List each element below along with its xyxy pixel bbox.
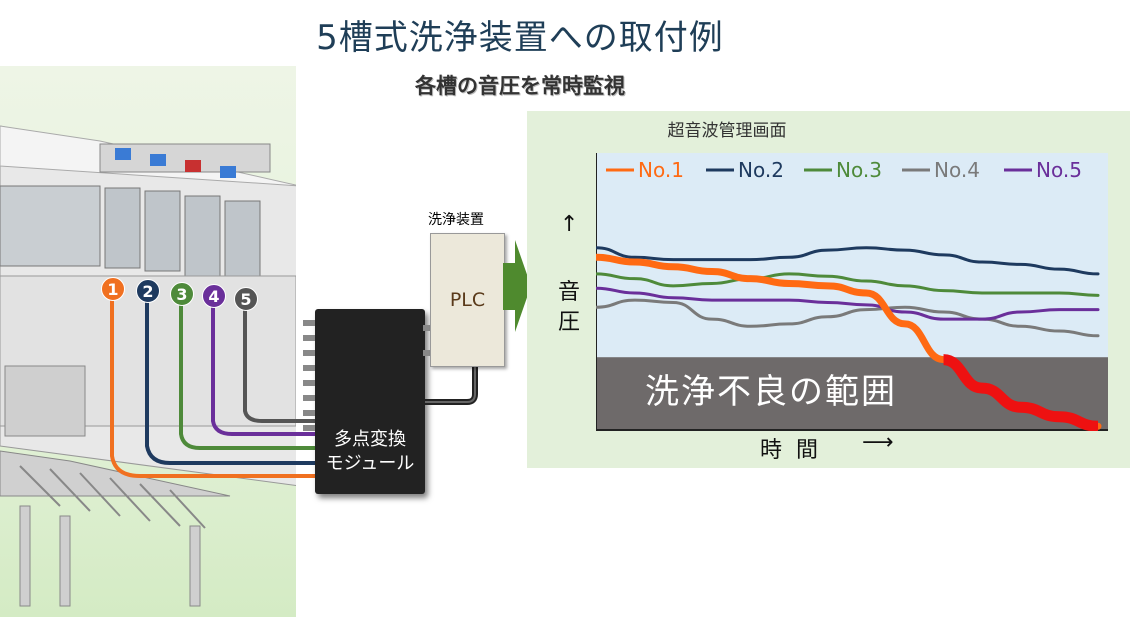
- x-axis-arrow-icon: ⟶: [862, 430, 894, 455]
- tank-badge-2: 2: [136, 279, 160, 303]
- module-label-line2: モジュール: [325, 453, 415, 474]
- tank-badge-3: 3: [170, 282, 194, 306]
- legend-label-1: No.1: [638, 158, 684, 182]
- series-line-no1-bad-segment: [942, 354, 1099, 431]
- legend-label-5: No.5: [1036, 158, 1082, 182]
- y-label-line2: 圧: [558, 310, 581, 335]
- y-axis-arrow-icon: ↑: [560, 212, 579, 237]
- y-label-line1: 音: [558, 280, 581, 305]
- tank-badge-5: 5: [234, 287, 258, 311]
- series-line-no4: [596, 298, 1100, 338]
- bad-range-label: 洗浄不良の範囲: [645, 372, 897, 412]
- series-line-no5: [596, 286, 1100, 321]
- cable-connectors: [296, 419, 316, 478]
- legend-label-4: No.4: [934, 158, 980, 182]
- legend-label-2: No.2: [738, 158, 784, 182]
- page-title: 5槽式洗浄装置への取付例: [316, 18, 724, 58]
- tank-badge-4: 4: [202, 284, 226, 308]
- x-axis-label: 時間: [760, 438, 833, 463]
- cleaning-machine-image: [0, 66, 296, 617]
- green-arrow-icon: [503, 240, 531, 332]
- module-label: 多点変換 モジュール: [315, 428, 425, 476]
- bad-range-zone: [596, 357, 1108, 431]
- module-connectors-right: [423, 325, 431, 356]
- plc-cable: [425, 365, 478, 405]
- plc-box: PLC: [430, 233, 505, 367]
- chart-title: 超音波管理画面: [667, 121, 787, 141]
- multipoint-module: [315, 309, 425, 494]
- y-axis-label: 音 圧: [558, 278, 584, 338]
- series-line-no2: [596, 246, 1100, 276]
- module-label-line1: 多点変換: [334, 429, 406, 450]
- module-connectors-left: [303, 320, 315, 431]
- plc-label: PLC: [449, 289, 486, 311]
- series-line-no3: [596, 272, 1100, 297]
- tank-badge-1: 1: [101, 277, 125, 301]
- legend-label-3: No.3: [836, 158, 882, 182]
- chart-plot: No.1 No.2 No.3 No.4 No.5: [596, 153, 1108, 431]
- cleaning-machine-illustration: [0, 125, 296, 607]
- cleaning-machine-label: 洗浄装置: [428, 212, 484, 228]
- page-subtitle: 各槽の音圧を常時監視: [415, 74, 625, 98]
